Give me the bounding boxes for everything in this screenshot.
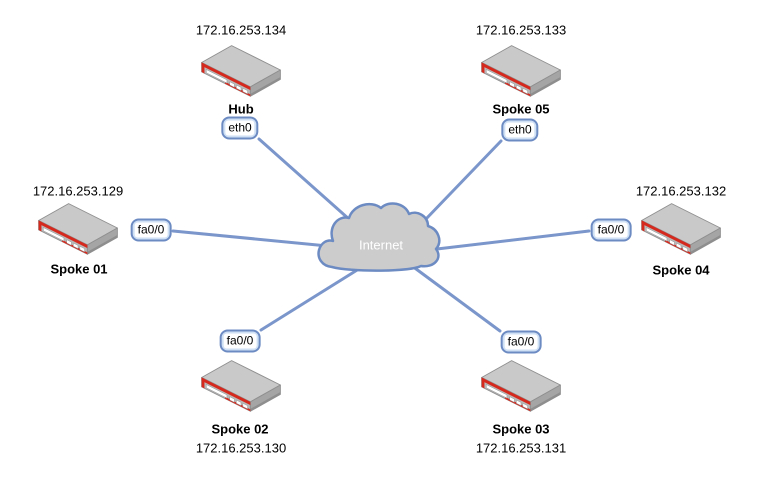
device-label: Spoke 02	[211, 421, 269, 437]
interface-badge: fa0/0	[590, 218, 632, 242]
device-label: Spoke 04	[652, 262, 710, 278]
link-spoke03-internet	[406, 261, 502, 333]
interface-label: fa0/0	[223, 333, 257, 349]
interface-badge: fa0/0	[500, 330, 542, 354]
ip-label: 172.16.253.133	[475, 22, 567, 38]
ip-label: 172.16.253.134	[195, 22, 287, 38]
ip-label: 172.16.253.131	[475, 440, 567, 456]
interface-badge: fa0/0	[219, 329, 261, 353]
router-icon	[481, 45, 561, 97]
link-spoke04-internet	[418, 229, 591, 253]
ip-label: 172.16.253.129	[32, 183, 124, 199]
interface-label: fa0/0	[594, 222, 628, 238]
link-spoke02-internet	[259, 260, 372, 332]
router-icon	[201, 45, 281, 97]
device-label: Spoke 01	[50, 261, 108, 277]
cloud-label: Internet	[358, 237, 404, 253]
router-icon	[38, 203, 118, 255]
interface-label: eth0	[225, 120, 255, 136]
interface-label: fa0/0	[134, 222, 168, 238]
interface-badge: fa0/0	[130, 218, 172, 242]
device-label: Spoke 03	[492, 421, 550, 437]
interface-badge: eth0	[501, 118, 539, 142]
interface-label: fa0/0	[504, 334, 538, 350]
device-label: Hub	[228, 101, 254, 117]
interface-label: eth0	[505, 122, 535, 138]
interface-badge: eth0	[221, 116, 259, 140]
device-label: Spoke 05	[492, 101, 550, 117]
router-icon	[201, 360, 281, 412]
router-icon	[481, 360, 561, 412]
ip-label: 172.16.253.130	[195, 440, 287, 456]
ip-label: 172.16.253.132	[635, 183, 727, 199]
router-icon	[641, 203, 721, 255]
internet-cloud-icon	[317, 202, 441, 272]
